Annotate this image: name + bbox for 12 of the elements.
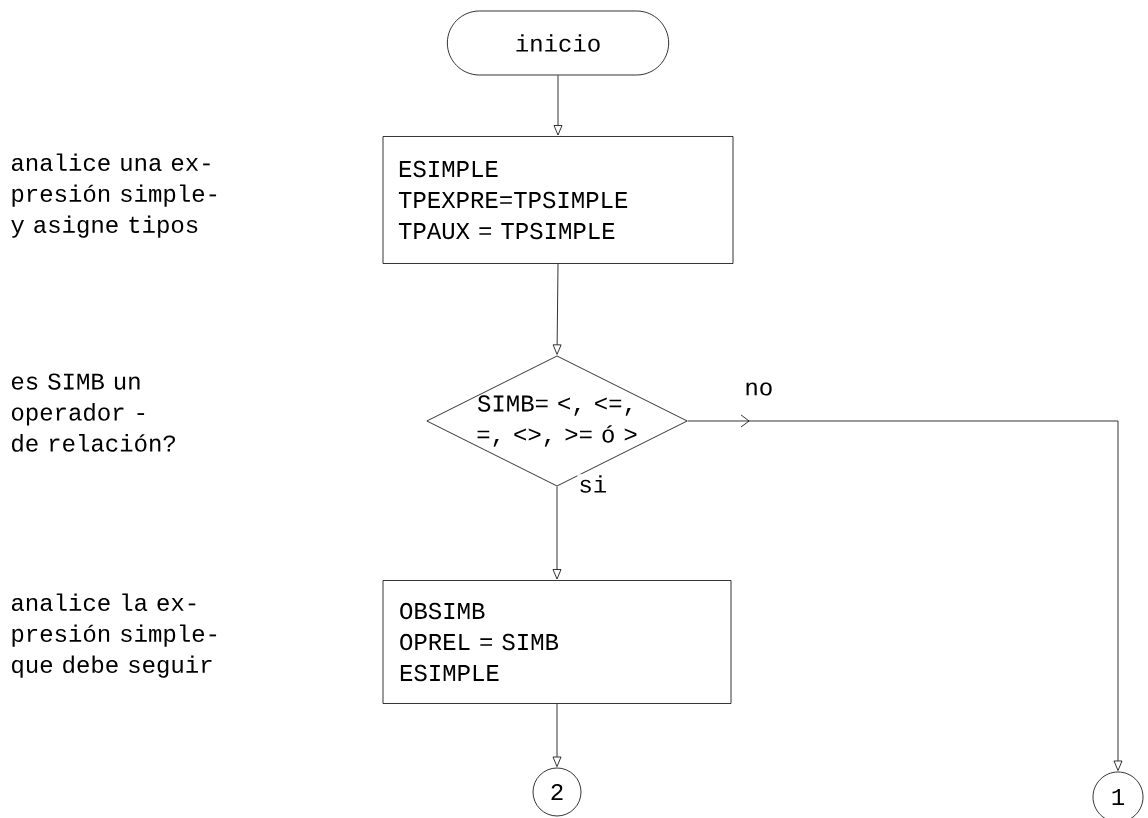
annotation-text: analice una ex- presión simple- y asigne tipos: [11, 153, 217, 238]
arrow: [687, 414, 1123, 771]
process-box: ESIMPLE TPEXPRE=TPSIMPLE TPAUX = TPSIMPLE: [382, 136, 734, 264]
edge-label: si: [577, 474, 609, 494]
arrow: [552, 263, 562, 355]
annotation-text: analice la ex- presión simple- que debe seguir: [11, 593, 217, 678]
arrow: [552, 703, 562, 767]
arrow: [553, 75, 563, 136]
arrow: [552, 486, 562, 580]
annotation-text: es SIMB un operador - de relación?: [11, 373, 175, 452]
edge-label: no: [743, 381, 775, 397]
process-box: OBSIMB OPREL = SIMB ESIMPLE: [382, 580, 732, 704]
